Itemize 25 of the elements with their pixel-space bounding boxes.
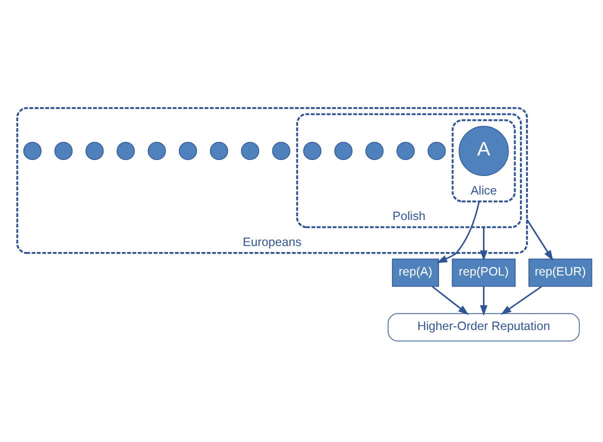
node-circle bbox=[334, 141, 352, 160]
node-circle bbox=[23, 141, 42, 160]
node-box: rep(POL) bbox=[452, 258, 516, 286]
node-circle bbox=[54, 141, 73, 160]
node-box: Higher-Order Reputation bbox=[388, 312, 580, 341]
arrow bbox=[480, 226, 488, 261]
arrow bbox=[436, 200, 480, 263]
node-circle bbox=[210, 141, 228, 160]
node-circle bbox=[148, 141, 166, 160]
node-circle bbox=[303, 141, 322, 160]
node-box: rep(EUR) bbox=[528, 258, 592, 286]
arrow bbox=[500, 285, 542, 314]
node-circle bbox=[428, 141, 446, 160]
arrow bbox=[526, 218, 554, 260]
node-circle bbox=[116, 141, 135, 160]
node-circle bbox=[365, 141, 384, 160]
node-circle bbox=[241, 141, 260, 160]
node-circle bbox=[272, 141, 290, 160]
node-box: rep(A) bbox=[392, 258, 439, 286]
node-circle bbox=[86, 141, 104, 160]
arrow bbox=[480, 286, 488, 316]
node-circle bbox=[396, 141, 415, 160]
node-circle bbox=[178, 141, 198, 160]
arrow bbox=[432, 285, 469, 314]
node-circle: A bbox=[458, 125, 509, 176]
